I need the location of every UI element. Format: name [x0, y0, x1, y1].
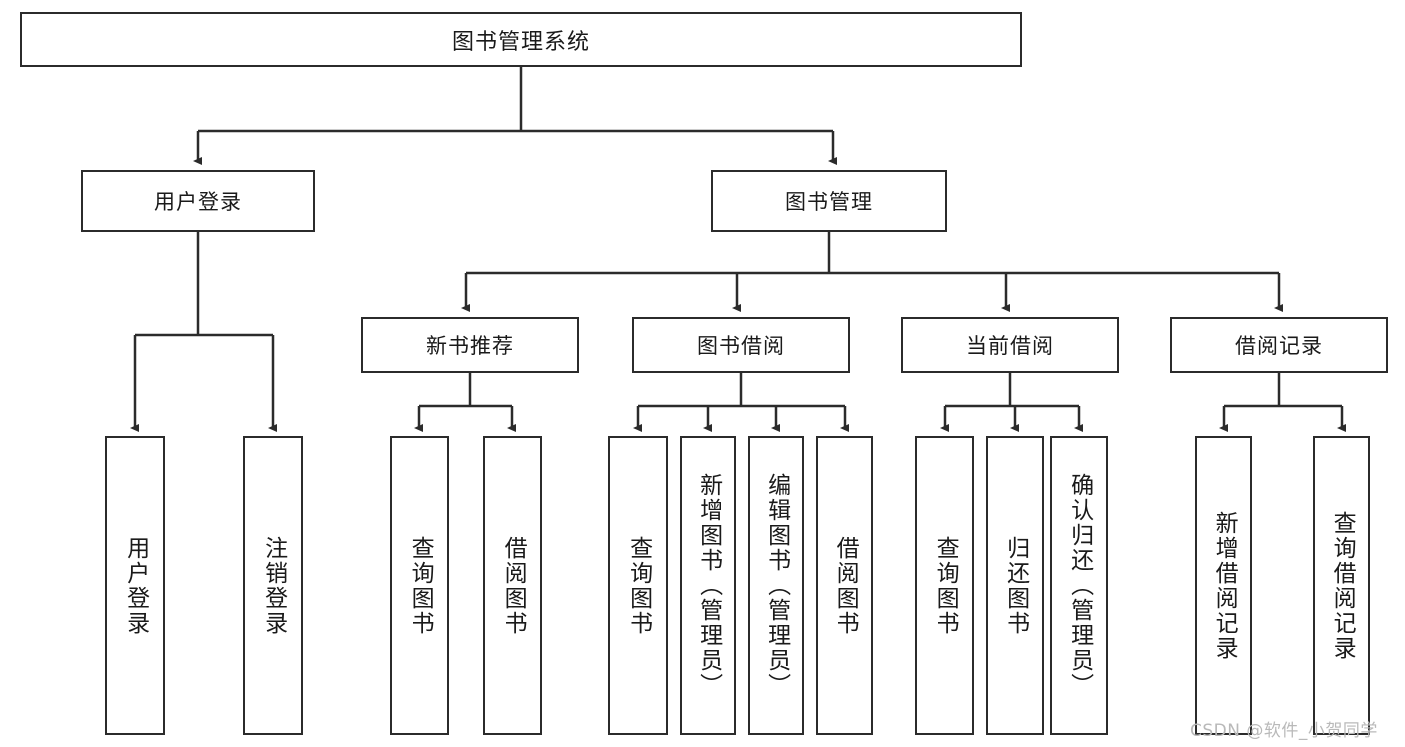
node-label: 用户登录 — [154, 190, 242, 214]
leaf-label: 查询借阅记录 — [1329, 510, 1356, 661]
leaf-label: 查询图书 — [932, 535, 959, 636]
leaf-query-books-borrow[interactable]: 查询图书 — [608, 436, 668, 735]
node-label: 借阅记录 — [1235, 334, 1323, 358]
node-label: 图书管理系统 — [451, 29, 590, 55]
leaf-label: 新增借阅记录 — [1211, 510, 1238, 661]
leaf-label: 注销登录 — [260, 535, 287, 636]
leaf-label: 查询图书 — [625, 535, 652, 636]
node-current-borrow[interactable]: 当前借阅 — [901, 317, 1119, 373]
leaf-label: 用户登录 — [122, 535, 149, 636]
node-label: 图书管理 — [785, 190, 873, 214]
leaf-borrow-books-recommend[interactable]: 借阅图书 — [483, 436, 542, 735]
leaf-label: 借阅图书 — [500, 535, 527, 636]
leaf-label: 借阅图书 — [832, 535, 859, 636]
leaf-add-borrow-record[interactable]: 新增借阅记录 — [1195, 436, 1252, 735]
node-book-management[interactable]: 图书管理 — [711, 170, 947, 232]
leaf-label: 归还图书 — [1002, 535, 1029, 636]
leaf-return-books[interactable]: 归还图书 — [986, 436, 1044, 735]
leaf-label: 确认归还（管理员） — [1066, 473, 1093, 698]
leaf-label: 查询图书 — [407, 535, 434, 636]
node-new-book-recommend[interactable]: 新书推荐 — [361, 317, 579, 373]
leaf-label: 编辑图书（管理员） — [763, 473, 790, 698]
leaf-logout[interactable]: 注销登录 — [243, 436, 303, 735]
leaf-user-login[interactable]: 用户登录 — [105, 436, 165, 735]
node-label: 当前借阅 — [966, 334, 1054, 358]
node-borrow-records[interactable]: 借阅记录 — [1170, 317, 1388, 373]
leaf-borrow-books[interactable]: 借阅图书 — [816, 436, 873, 735]
node-root-system[interactable]: 图书管理系统 — [20, 12, 1022, 67]
leaf-add-book-admin[interactable]: 新增图书（管理员） — [680, 436, 736, 735]
csdn-watermark: CSDN @软件_小贺同学 — [1190, 721, 1378, 741]
leaf-confirm-return-admin[interactable]: 确认归还（管理员） — [1050, 436, 1108, 735]
leaf-query-books-current[interactable]: 查询图书 — [915, 436, 974, 735]
node-label: 图书借阅 — [697, 334, 785, 358]
leaf-edit-book-admin[interactable]: 编辑图书（管理员） — [748, 436, 804, 735]
node-label: 新书推荐 — [426, 334, 514, 358]
leaf-query-books-recommend[interactable]: 查询图书 — [390, 436, 449, 735]
node-book-borrow[interactable]: 图书借阅 — [632, 317, 850, 373]
node-user-login[interactable]: 用户登录 — [81, 170, 315, 232]
leaf-label: 新增图书（管理员） — [695, 473, 722, 698]
leaf-query-borrow-record[interactable]: 查询借阅记录 — [1313, 436, 1370, 735]
